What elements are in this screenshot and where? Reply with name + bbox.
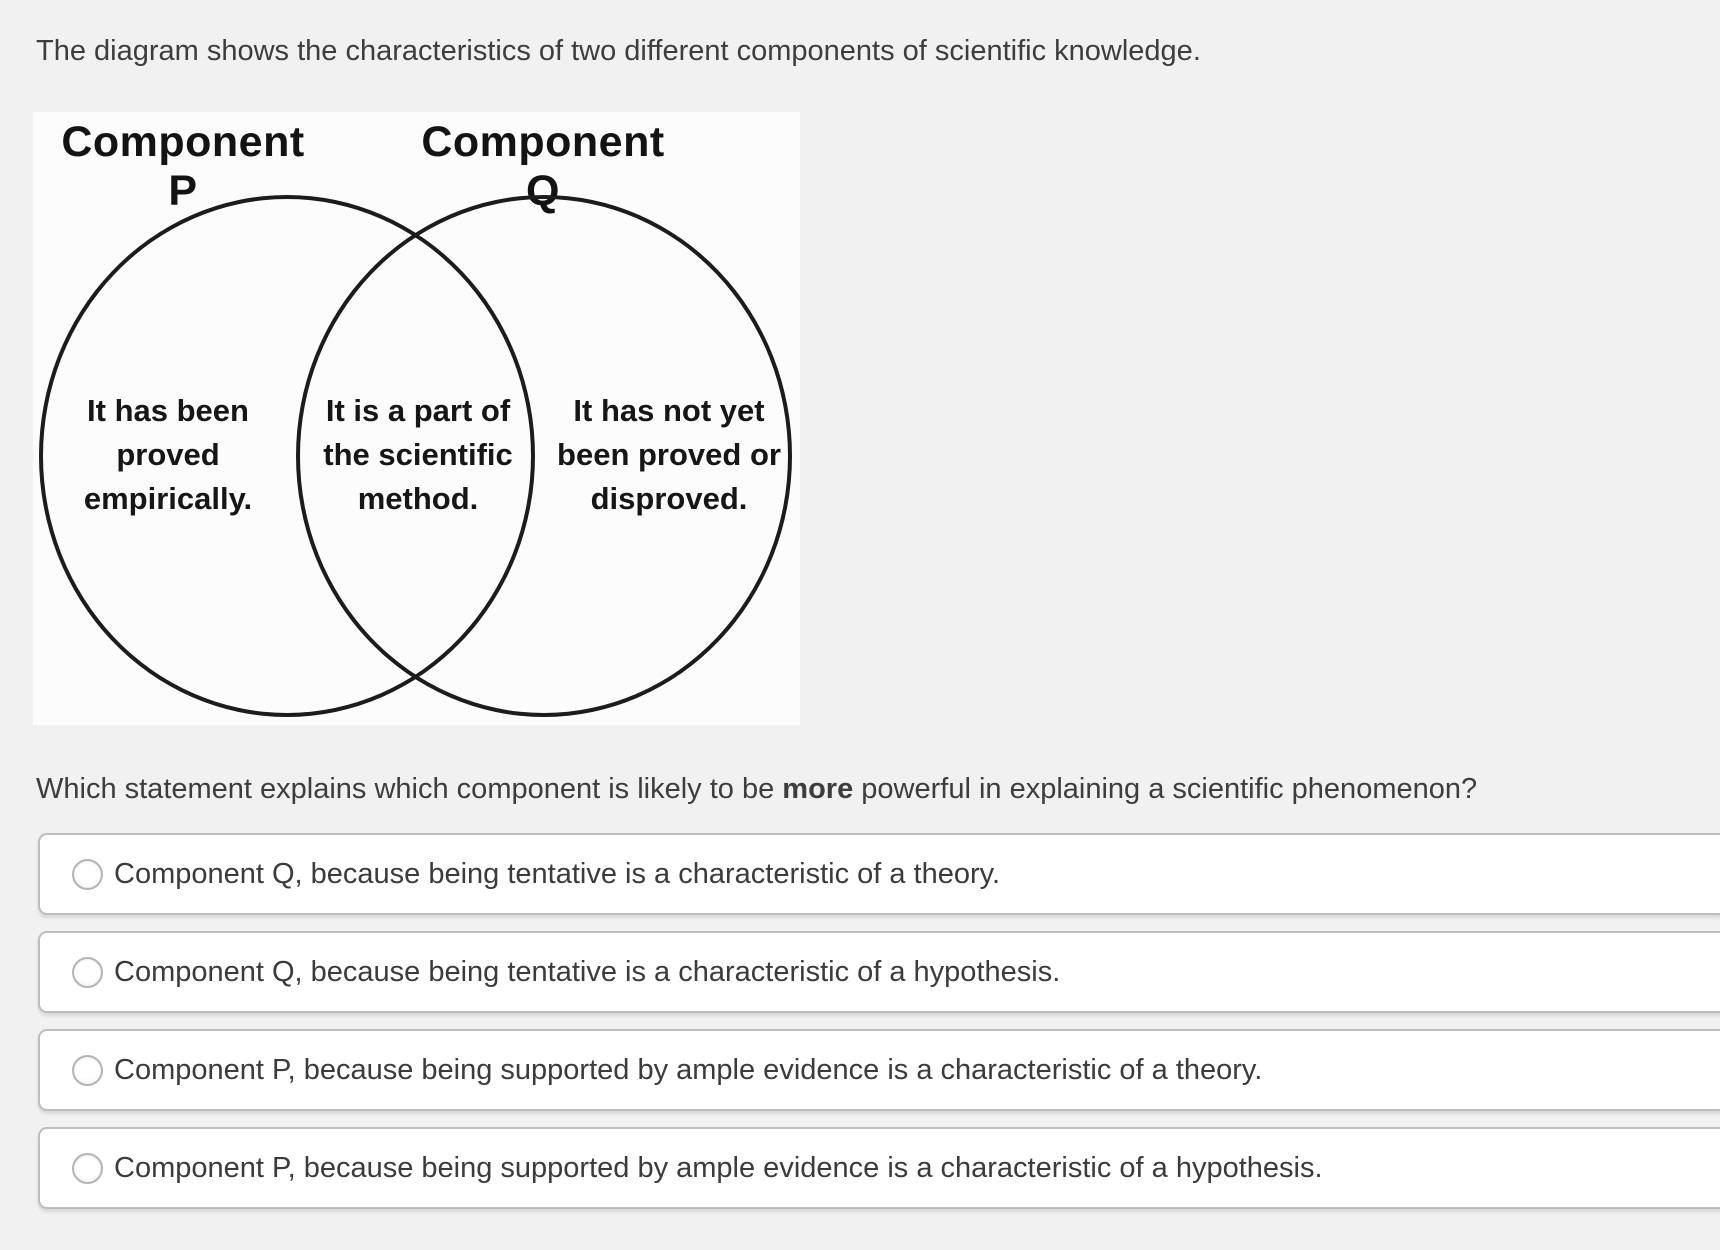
radio-button-4[interactable] — [72, 1152, 103, 1184]
venn-overlap-region-text: It is a part of the scientific method. — [303, 389, 533, 521]
venn-right-line-1: It has not yet — [573, 392, 765, 428]
answer-option-4[interactable]: Component P, because being supported by … — [38, 1127, 1720, 1210]
answer-option-3-label: Component P, because being supported by … — [114, 1053, 1263, 1086]
venn-right-region-text: It has not yet been proved or disproved. — [544, 389, 794, 521]
answer-option-3[interactable]: Component P, because being supported by … — [38, 1029, 1720, 1112]
answer-option-2[interactable]: Component Q, because being tentative is … — [38, 931, 1720, 1014]
question-text-part2: powerful in explaining a scientific phen… — [853, 772, 1478, 805]
radio-button-3[interactable] — [72, 1054, 103, 1086]
venn-diagram-image: Component P Component Q It has been prov… — [33, 111, 800, 725]
venn-right-line-3: disproved. — [590, 480, 748, 516]
venn-left-line-3: empirically. — [83, 480, 253, 516]
venn-circle-right — [296, 194, 792, 717]
question-text: Which statement explains which component… — [36, 771, 1680, 807]
venn-left-region-text: It has been proved empirically. — [48, 389, 288, 521]
answer-options-list: Component Q, because being tentative is … — [38, 833, 1720, 1210]
venn-overlap-line-3: method. — [357, 480, 479, 516]
answer-option-1[interactable]: Component Q, because being tentative is … — [38, 833, 1720, 916]
answer-option-2-label: Component Q, because being tentative is … — [114, 955, 1061, 988]
venn-title-component-p: Component P — [61, 117, 305, 215]
venn-left-line-2: proved — [116, 436, 220, 472]
question-bold-word: more — [782, 772, 854, 805]
venn-right-line-2: been proved or — [557, 436, 781, 472]
venn-left-line-1: It has been — [87, 392, 249, 428]
answer-option-1-label: Component Q, because being tentative is … — [114, 857, 1001, 890]
venn-title-component-q: Component Q — [421, 117, 665, 215]
radio-button-1[interactable] — [72, 858, 103, 890]
radio-button-2[interactable] — [72, 956, 103, 988]
question-intro-text: The diagram shows the characteristics of… — [36, 35, 1201, 67]
answer-option-4-label: Component P, because being supported by … — [114, 1151, 1323, 1184]
venn-overlap-line-2: the scientific — [323, 436, 513, 472]
venn-overlap-line-1: It is a part of — [325, 392, 511, 428]
question-text-part1: Which statement explains which component… — [36, 772, 783, 805]
